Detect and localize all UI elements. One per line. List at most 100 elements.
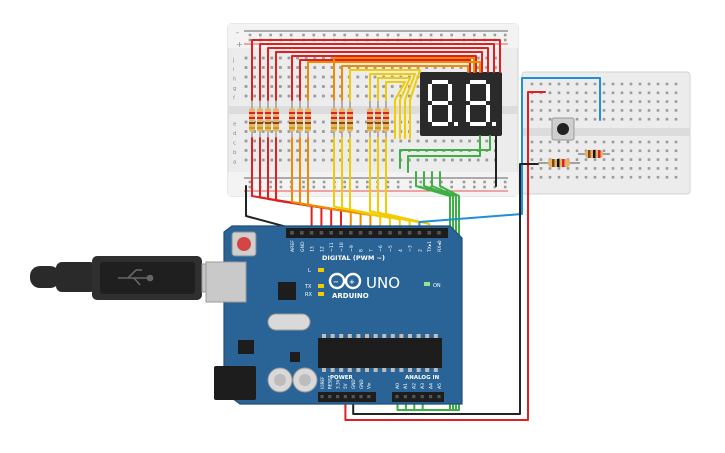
hole [638,140,642,144]
hole [674,91,678,95]
hole [557,82,561,86]
resistor-band [383,112,389,114]
rail-hole [462,33,466,37]
digital-pin-label: ~9 [349,245,355,252]
hole [244,85,248,88]
resistor-band [347,117,353,119]
rail-hole [343,185,346,189]
hole [313,120,317,124]
push-button-icon[interactable] [557,123,569,135]
hole [647,167,651,170]
resistor-band [257,117,263,119]
hole [539,140,543,144]
hole [656,91,660,95]
wire [307,137,372,232]
hole [253,56,256,60]
hole [287,139,291,143]
resistor-band [265,112,271,114]
hole [665,82,669,86]
hole [356,94,360,98]
digital-pin-label: 2 [417,249,423,252]
resistor-bank [249,100,389,138]
row-letter: e [233,122,237,128]
hole [373,149,377,152]
hole [261,56,265,60]
hole [575,175,579,179]
resistor-band [289,122,295,124]
analog-pin-label: A5 [437,383,443,389]
hole [373,130,377,133]
hole [584,167,588,170]
hole [270,66,274,69]
rail-hole [493,185,497,189]
small-breadboard[interactable] [521,71,691,195]
rail-hole [248,33,252,37]
segment [428,105,432,122]
rail-hole [333,33,336,37]
hole [416,130,420,133]
hole [279,85,282,88]
resistor-band [273,127,279,129]
mcu-pin [408,334,412,338]
power-jack [214,366,256,400]
resistor-band [383,117,389,119]
hole [390,85,394,88]
wire [349,137,401,232]
hole [416,139,420,143]
header-pin [412,395,416,399]
hole [548,82,552,86]
wire [369,73,416,139]
hole [296,66,299,69]
hole [584,100,588,103]
rail-hole [366,33,369,37]
hole [459,66,463,69]
arduino-uno-board[interactable]: L TX RX ON − + ARDUINO UNO DIGITAL (PWM … [205,225,463,405]
rail-hole [248,180,252,184]
header-pin [320,395,324,399]
hole [382,149,385,152]
hole [638,117,642,121]
rail-hole [419,33,423,37]
rail-hole [343,33,346,37]
hole [638,175,642,179]
hole [665,91,669,95]
hole [382,94,385,98]
push-button[interactable] [551,117,575,141]
wire [407,135,481,173]
rail-hole [503,180,507,184]
hole [638,167,642,170]
wire [344,91,546,421]
header-pin [417,231,422,235]
digit-1 [428,80,458,126]
power-pin-label: GND [351,379,356,389]
digital-pin-label: ~5 [388,245,394,252]
rail-hole [248,38,252,42]
hole [620,149,624,153]
hole [304,94,308,98]
mcu-pin [390,368,395,372]
hole [433,158,437,162]
hole [270,85,274,88]
hole [253,75,256,79]
hole [365,75,368,79]
hole [584,117,588,121]
hole [287,75,291,79]
hole [548,175,552,179]
hole [575,117,579,121]
hole [244,56,248,60]
hole [313,66,317,69]
rail-hole [386,180,390,184]
hole [390,130,394,133]
power-pin-label: GND [359,379,364,389]
pulldown-resistor [538,159,580,167]
hole [296,130,299,133]
hole [373,85,377,88]
resistor-band [273,122,279,124]
rail-hole [396,180,400,184]
hole [665,149,669,153]
reset-button-icon[interactable] [237,237,251,251]
seven-segment-display[interactable] [420,72,502,136]
rail-hole [312,33,316,37]
usb-cable-icon [30,256,225,300]
